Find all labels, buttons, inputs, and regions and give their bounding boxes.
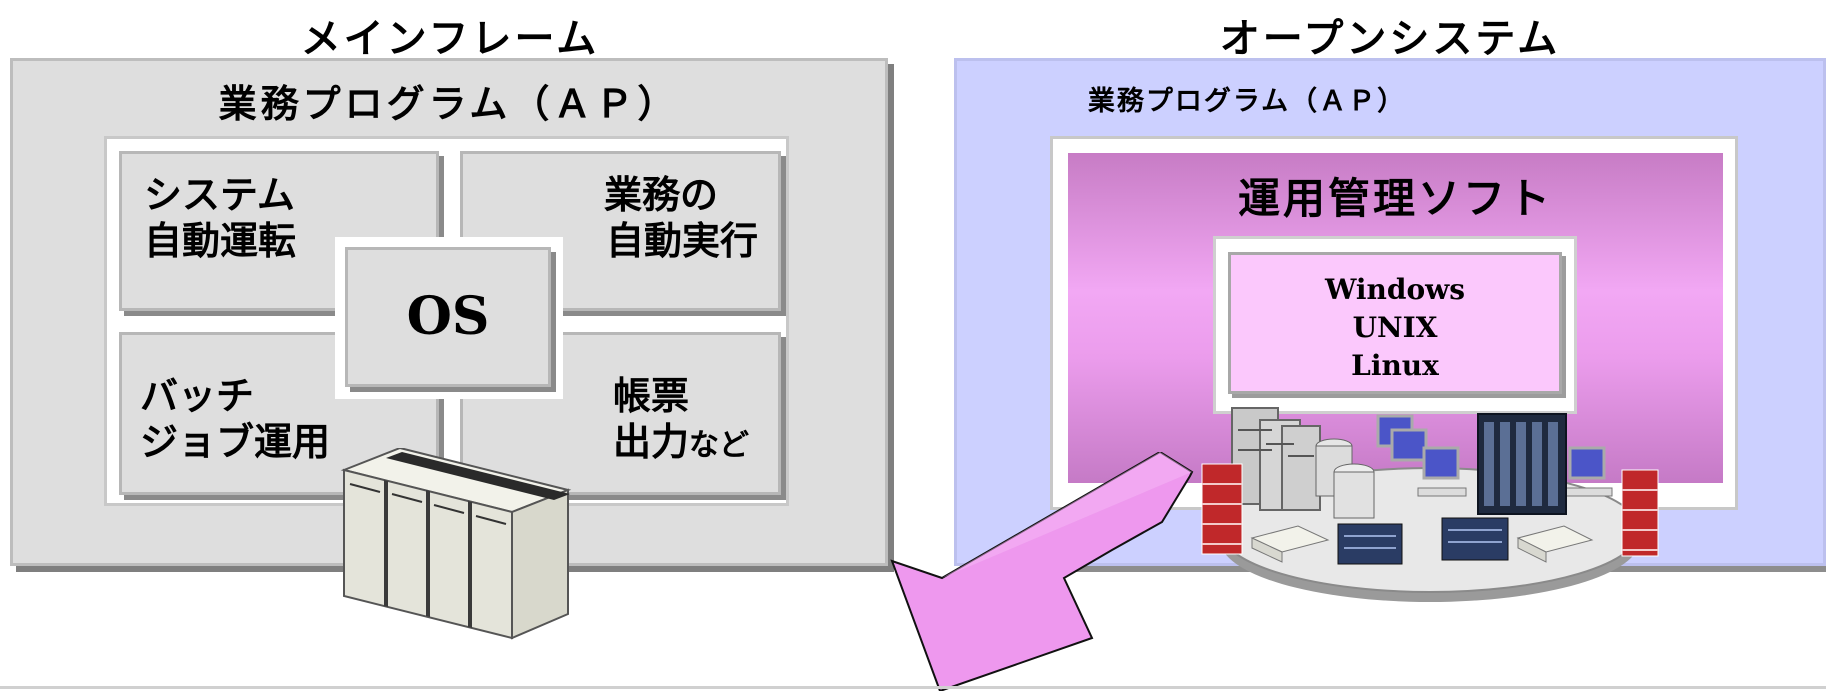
os-core-box: OS [345,247,551,387]
report-line2: 出力 [613,420,690,465]
system-auto-line1: システム [144,173,295,217]
mgmt-software-label: 運用管理ソフト [1237,174,1553,223]
mgmt-software-box: 運用管理ソフト Windows UNIX Linux [1068,153,1723,483]
bottom-divider [0,686,1826,689]
batch-line1: バッチ [140,374,255,418]
system-auto-operation-box: システム 自動運転 [119,151,439,311]
mainframe-cabinet-icon [340,448,572,640]
platform-unix: UNIX [1352,310,1438,344]
job-auto-line2: 自動実行 [605,219,758,264]
batch-line2: ジョブ運用 [140,420,331,465]
platform-linux: Linux [1351,348,1439,382]
report-line1: 帳票 [613,374,690,418]
report-suffix: など [689,428,750,464]
platform-list-box: Windows UNIX Linux [1228,252,1562,394]
server-network-cluster-icon [1201,407,1659,602]
system-auto-line2: 自動運転 [144,219,297,264]
open-system-ap-label: 業務プログラム（ＡＰ） [1087,86,1407,117]
open-system-title: オープンシステム [1219,16,1561,62]
mainframe-ap-label: 業務プログラム（ＡＰ） [218,82,680,126]
mgmt-software-frame: 運用管理ソフト Windows UNIX Linux [1050,136,1738,510]
mainframe-title: メインフレーム [300,16,600,62]
migration-arrow-icon [890,452,1194,691]
platform-windows: Windows [1324,273,1466,306]
job-auto-line1: 業務の [603,173,718,217]
mainframe-panel: 業務プログラム（ＡＰ） システム 自動運転 業務の 自動実行 バッチ ジョブ運用… [10,58,888,566]
platform-frame: Windows UNIX Linux [1213,236,1577,414]
